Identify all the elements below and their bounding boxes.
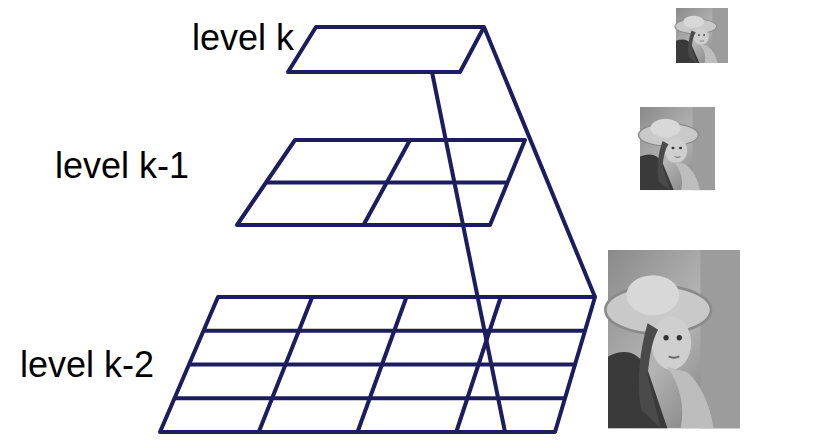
image-thumbnails <box>605 8 740 428</box>
level-label: level k-2 <box>20 347 154 383</box>
pyramid-planes <box>160 27 595 432</box>
level-label: level k-1 <box>55 148 189 184</box>
level-label: level k <box>192 20 294 56</box>
